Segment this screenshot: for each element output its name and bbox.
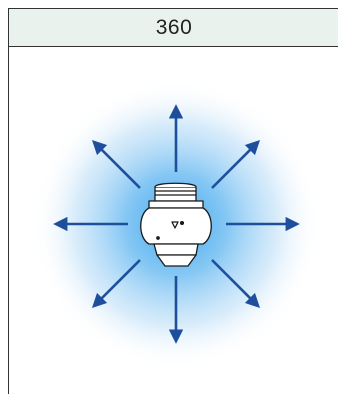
panel-frame: 360 bbox=[8, 8, 338, 394]
direction-arrows bbox=[53, 104, 300, 344]
panel-header: 360 bbox=[9, 9, 338, 47]
arrow-down-left-icon bbox=[91, 259, 141, 309]
arrow-down-right-icon bbox=[211, 259, 261, 309]
arrow-up-right-icon bbox=[211, 139, 261, 189]
camera-device-icon bbox=[140, 182, 212, 267]
arrow-up-left-icon bbox=[91, 139, 141, 189]
panel-title: 360 bbox=[155, 15, 193, 39]
